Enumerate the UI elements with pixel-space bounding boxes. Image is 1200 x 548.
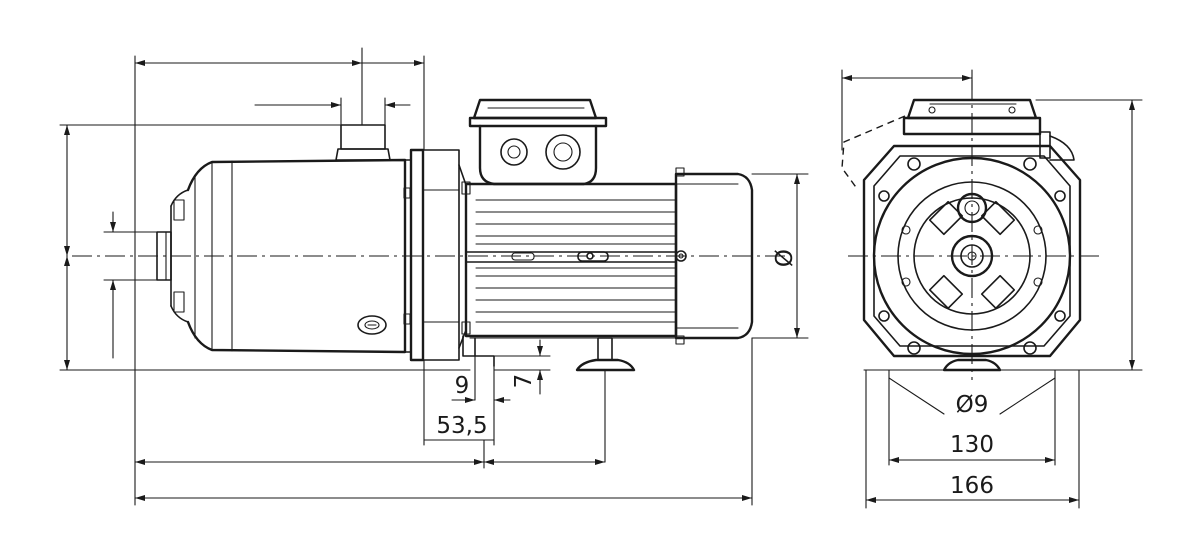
- suction-nozzle: [156, 189, 189, 323]
- hole-spacing-label: 130: [950, 432, 994, 458]
- motor-diameter-label: Ø: [772, 249, 798, 267]
- base-width-label: 166: [950, 473, 994, 499]
- front-terminal-box: [902, 98, 1075, 161]
- flange-offset-label: 9: [455, 373, 470, 399]
- discharge-nozzle: [335, 47, 391, 161]
- front-view: Ø9 130 166: [841, 69, 1143, 509]
- hole-diameter-label: Ø9: [956, 392, 989, 418]
- side-view: Ø 9 7 53,5: [59, 47, 809, 506]
- terminal-box-swing-outline: [841, 115, 906, 191]
- foot-distance-label: 53,5: [436, 413, 487, 439]
- foot-height-label: 7: [511, 374, 537, 389]
- cooling-ribs: [475, 199, 677, 323]
- fan-cover: [674, 167, 754, 345]
- side-dimensions: [59, 55, 809, 506]
- front-dimensions: [841, 69, 1143, 509]
- drain-plug: [357, 315, 387, 335]
- terminal-box: [468, 98, 608, 186]
- motor: [461, 181, 687, 339]
- motor-flange: [403, 148, 467, 362]
- front-body: [862, 144, 1082, 372]
- motor-foot: [462, 335, 636, 463]
